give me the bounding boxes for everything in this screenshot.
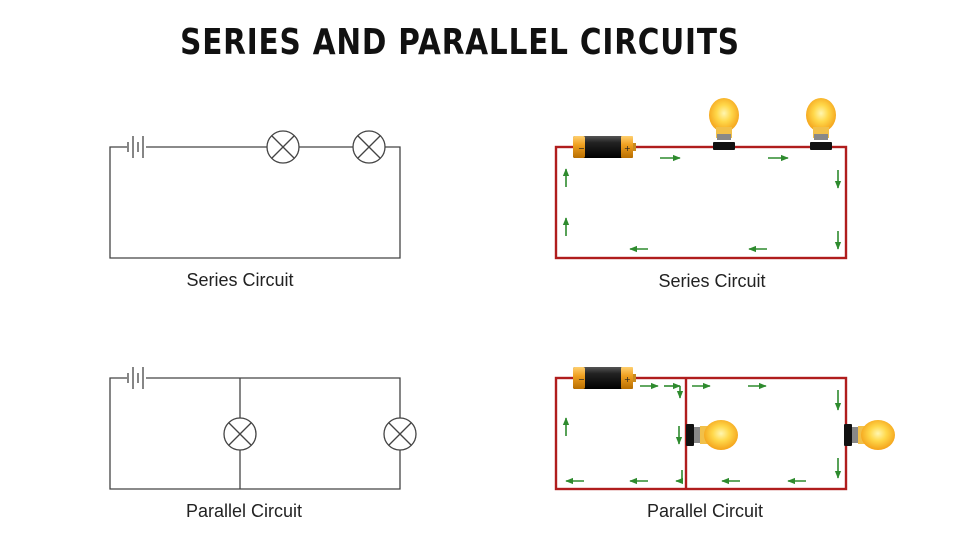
- series-illustration: − +: [554, 98, 848, 260]
- battery-symbol: [127, 367, 144, 389]
- lamp-symbol: [383, 417, 417, 451]
- light-bulb-icon: [806, 98, 836, 150]
- parallel-illustration-caption: Parallel Circuit: [646, 501, 764, 521]
- battery-icon: − +: [573, 136, 636, 158]
- svg-text:−: −: [578, 144, 585, 153]
- series-schematic-wire: [109, 146, 401, 259]
- parallel-schematic-caption: Parallel Circuit: [185, 501, 303, 521]
- light-bulb-icon: [844, 420, 895, 450]
- svg-text:+: +: [624, 375, 631, 384]
- parallel-schematic: [109, 367, 417, 490]
- lamp-symbol: [266, 130, 300, 164]
- battery-icon: − +: [573, 367, 636, 389]
- page-title: SERIES AND PARALLEL CIRCUITS: [180, 22, 740, 63]
- lamp-symbol: [352, 130, 386, 164]
- light-bulb-icon: [686, 420, 738, 450]
- battery-symbol: [127, 136, 144, 158]
- series-illustration-caption: Series Circuit: [658, 271, 766, 291]
- light-bulb-icon: [709, 98, 739, 150]
- parallel-schematic-wire: [109, 377, 401, 490]
- svg-text:+: +: [624, 144, 631, 153]
- parallel-schematic-wire: [146, 377, 401, 418]
- series-circuit-wire: [554, 145, 848, 260]
- series-schematic-caption: Series Circuit: [186, 270, 294, 290]
- parallel-illustration: − +: [554, 367, 895, 491]
- svg-text:−: −: [578, 375, 585, 384]
- current-arrow: [675, 470, 684, 485]
- series-schematic: [109, 130, 401, 259]
- lamp-symbol: [223, 417, 257, 451]
